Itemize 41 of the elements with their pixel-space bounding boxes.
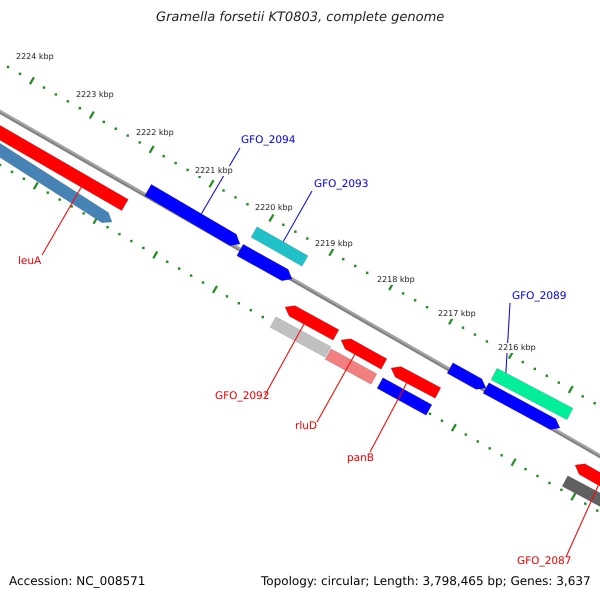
gene-feature [390, 366, 442, 399]
gene-feature [482, 382, 560, 430]
scale-label: 2224 kbp [15, 52, 55, 62]
gene-feature [144, 184, 240, 246]
gene-label: GFO_2087 [517, 556, 572, 566]
gene-feature [284, 305, 340, 341]
gene-feature [490, 368, 574, 420]
gene-feature [340, 338, 388, 370]
gene-feature [376, 377, 432, 416]
gene-feature [324, 348, 378, 385]
leader-line [370, 382, 408, 452]
scale-label: 2217 kbp [437, 309, 477, 319]
gene-label: GFO_2094 [241, 135, 296, 146]
gene-label: GFO_2093 [314, 179, 368, 190]
scale-label: 2221 kbp [194, 166, 234, 176]
scale-label: 2223 kbp [75, 90, 115, 100]
gene-label: GFO_2092 [215, 391, 270, 402]
scale-label: 2220 kbp [254, 203, 294, 213]
scale-label: 2222 kbp [135, 128, 175, 138]
leader-line [200, 148, 240, 214]
gene-feature [250, 226, 308, 267]
leader-line [505, 302, 510, 374]
gene-label: panB [347, 453, 374, 464]
leader-line [566, 484, 599, 558]
gene-label: leuA [18, 256, 42, 266]
leader-line [316, 354, 356, 422]
gene-feature [270, 316, 332, 358]
scale-label: 2219 kbp [314, 239, 354, 249]
gene-feature [0, 125, 129, 211]
leader-line [42, 186, 82, 256]
gene-label: rluD [295, 421, 317, 432]
accession-text: Accession: NC_008571 [9, 575, 146, 587]
title: Gramella forsetii KT0803, complete genome [156, 11, 444, 24]
gene-label: GFO_2089 [512, 291, 566, 302]
gene-feature [446, 362, 486, 390]
scale-label: 2218 kbp [376, 275, 416, 285]
genome-info-text: Topology: circular; Length: 3,798,465 bp; Genes: 3,637 [261, 575, 591, 587]
leader-line [264, 324, 304, 396]
gene-feature [236, 244, 292, 282]
scale-label: 2216 kbp [497, 343, 537, 353]
leader-line [282, 190, 312, 242]
